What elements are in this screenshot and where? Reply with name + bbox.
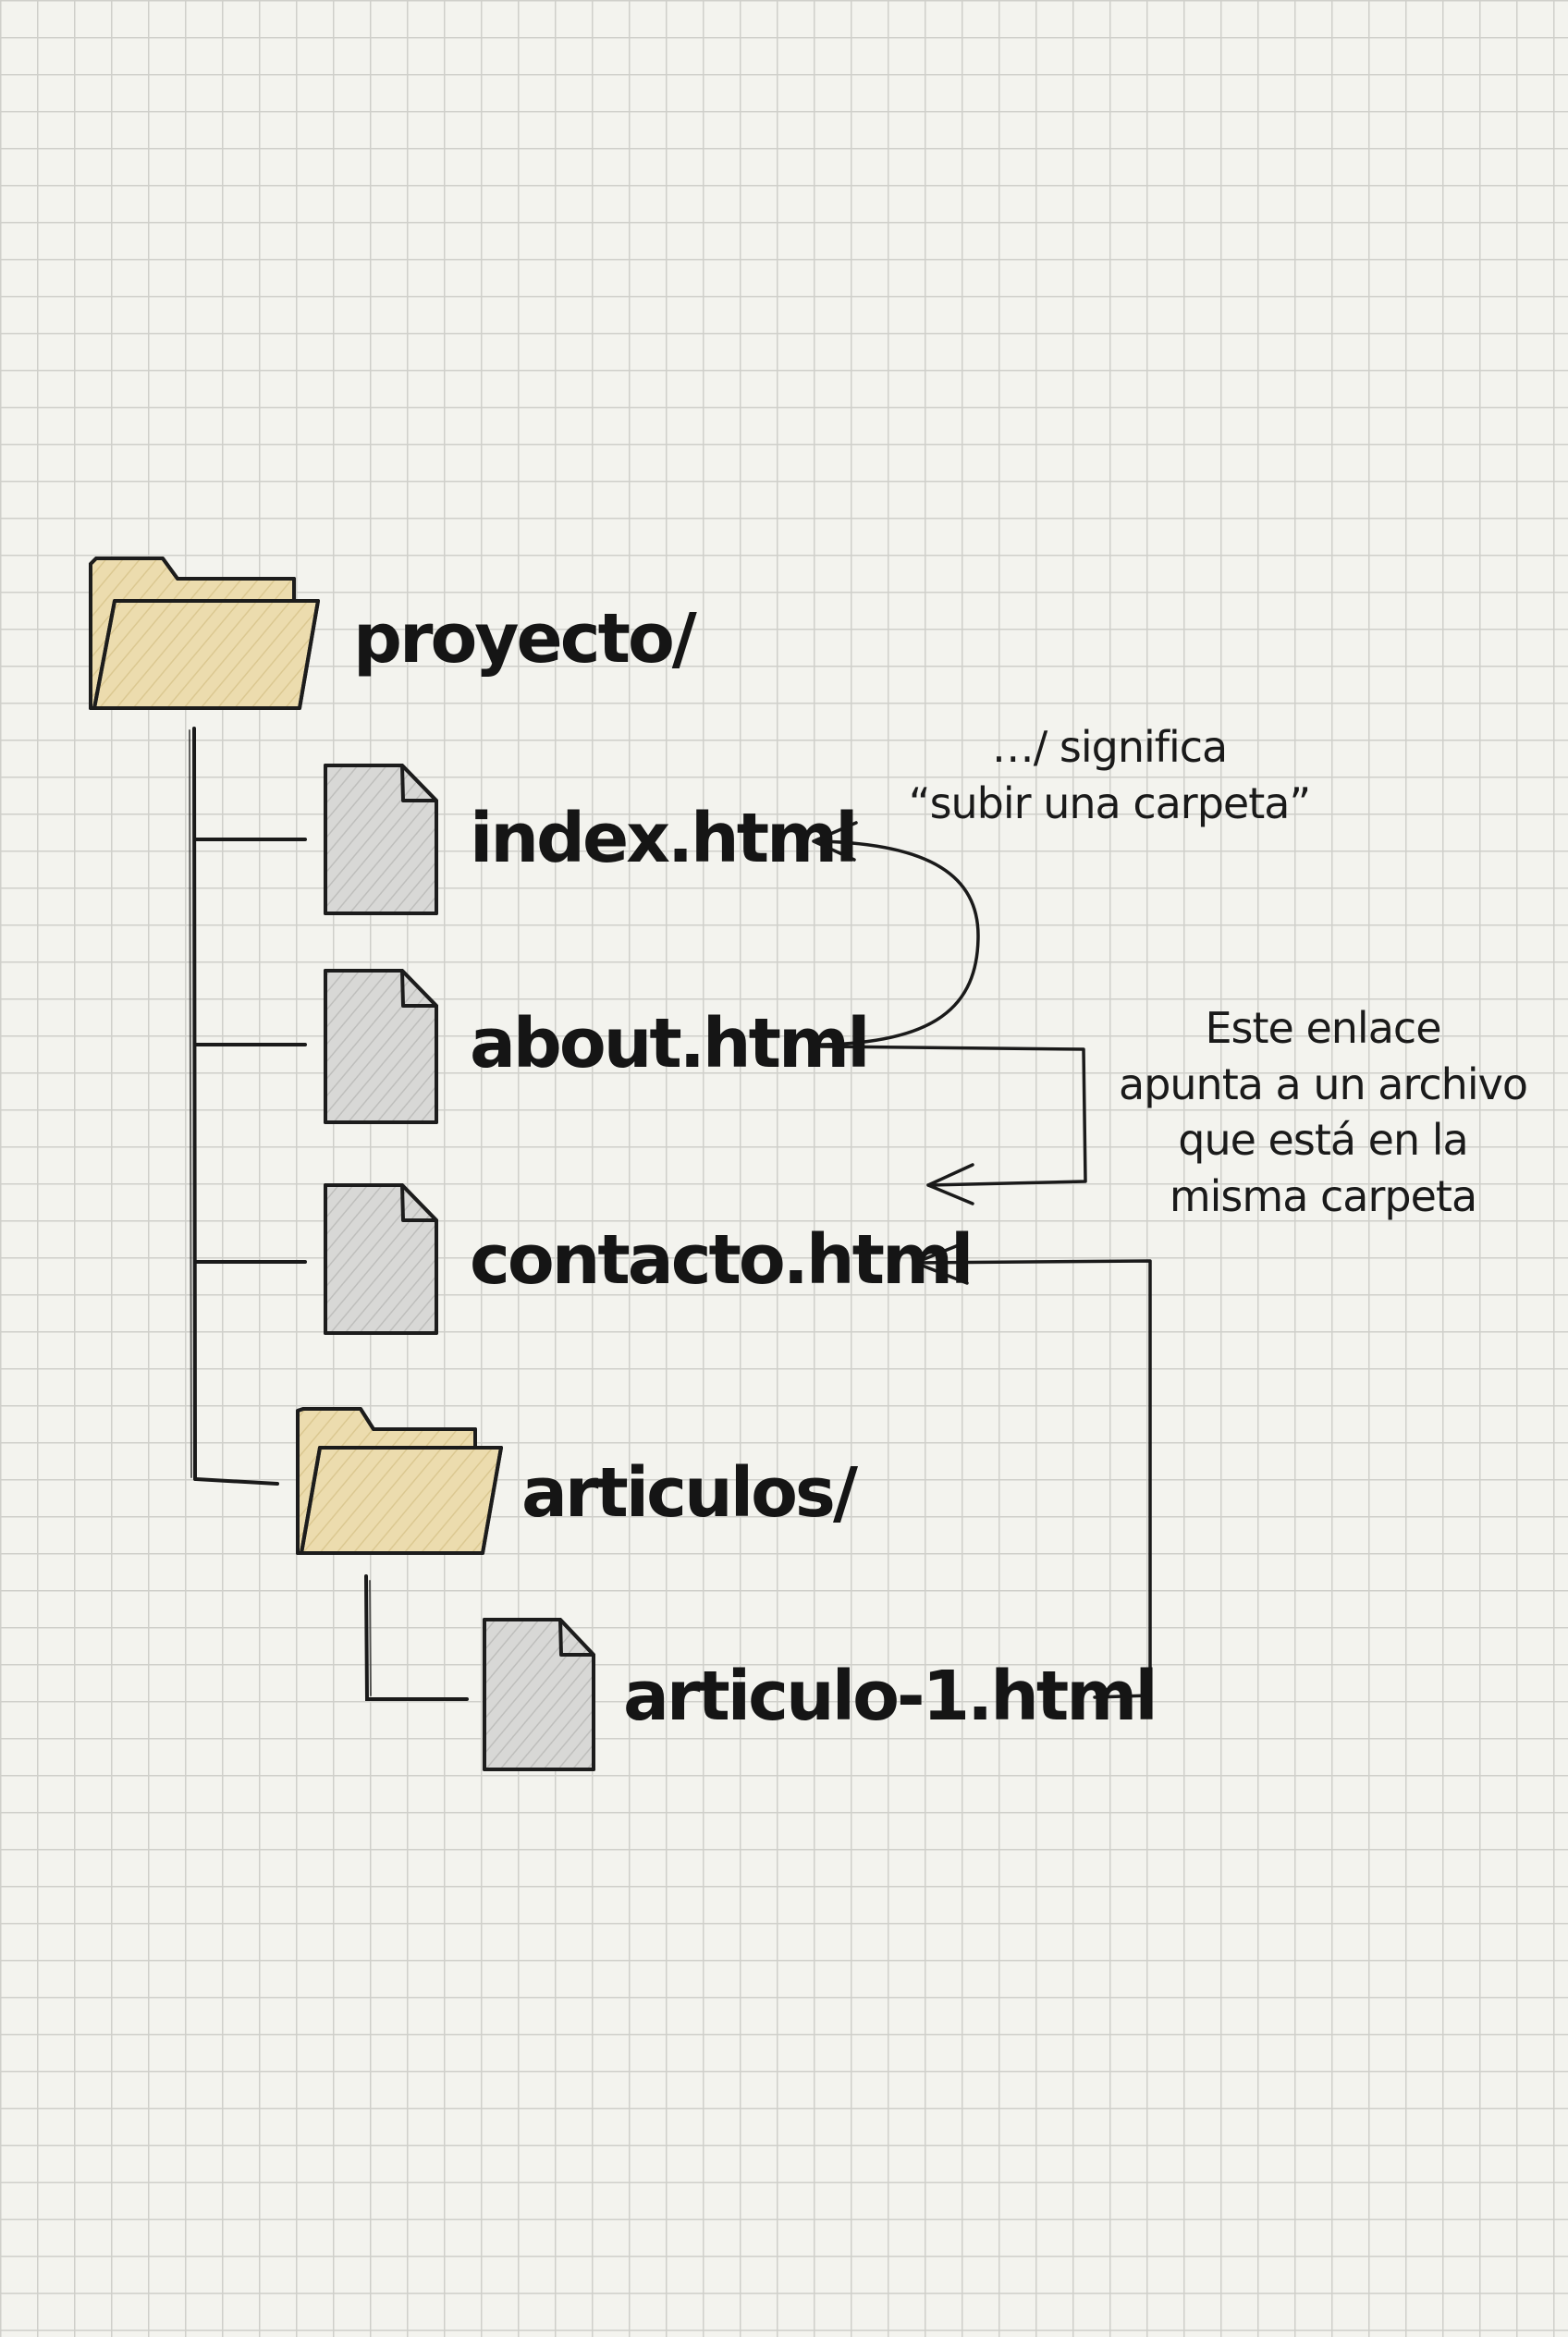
tree-connectors [189,727,469,1701]
same-folder-note-line-4: misma carpeta [1169,1171,1477,1222]
index-file-icon [324,764,438,915]
root-folder-icon [89,557,320,710]
same-folder-note: Este enlace apunta a un archivo que está… [1096,1000,1550,1225]
articulo-1-file-label: articulo-1.html [623,1657,1158,1736]
contacto-file-icon [324,1183,438,1335]
arrow-articulo1-to-contacto [913,1241,1152,1699]
arrow-about-to-index [812,821,980,1046]
parent-folder-note-line-1: …/ significa [991,722,1228,772]
same-folder-note-line-1: Este enlace [1205,1003,1441,1053]
same-folder-note-line-2: apunta a un archivo [1119,1058,1528,1109]
articulo-1-file-icon [483,1618,595,1771]
parent-folder-note: …/ significa “subir una carpeta” [878,719,1341,831]
articulos-folder-label: articulos/ [521,1453,858,1533]
contacto-file-label: contacto.html [470,1220,974,1300]
about-file-icon [324,969,438,1124]
about-file-label: about.html [470,1004,870,1083]
arrow-about-to-contacto [819,1045,1087,1205]
parent-folder-note-line-2: “subir una carpeta” [908,777,1312,828]
same-folder-note-line-3: que está en la [1178,1115,1468,1166]
root-folder-label: proyecto/ [353,599,697,679]
articulos-folder-icon [296,1407,503,1555]
index-file-label: index.html [470,799,859,878]
